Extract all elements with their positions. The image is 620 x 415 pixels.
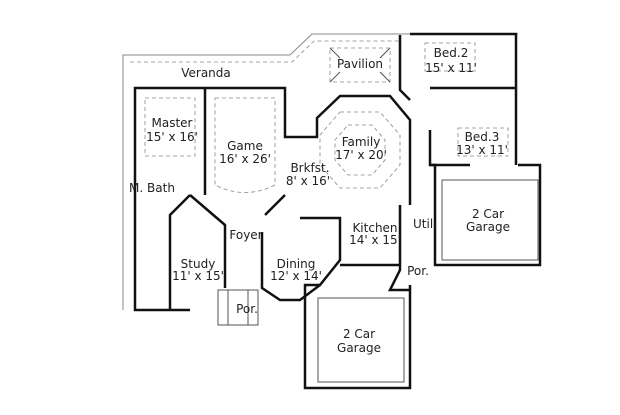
room-size-master: 15' x 16'	[146, 130, 198, 144]
room-label-brkfst: Brkfst.	[290, 161, 329, 175]
room-label-master-bath: M. Bath	[129, 181, 175, 195]
room-label-garage-bottom: 2 Car	[343, 327, 375, 341]
room-size-bed3: 13' x 11'	[456, 143, 508, 157]
room-size-kitchen: 14' x 15'	[349, 233, 401, 247]
ceiling-details	[144, 42, 539, 383]
room-size-study: 11' x 15'	[172, 269, 224, 283]
room-size-dining: 12' x 14'	[270, 269, 322, 283]
room-label-foyer: Foyer	[229, 228, 262, 242]
room-label-porch-right: Por.	[407, 264, 429, 278]
room-size-brkfst: 8' x 16'	[286, 174, 330, 188]
room-label-util: Util.	[413, 217, 437, 231]
room-size-family: 17' x 20'	[335, 148, 387, 162]
room-label-family: Family	[342, 135, 381, 149]
room-label-study: Study	[181, 257, 216, 271]
room-label-porch-front: Por.	[236, 302, 258, 316]
veranda-outline	[122, 33, 518, 310]
room-label-bed3: Bed.3	[465, 130, 500, 144]
room-label-pavilion: Pavilion	[337, 57, 383, 71]
room-size-game: 16' x 26'	[219, 152, 271, 166]
room-label-garage-bottom-2: Garage	[337, 341, 381, 355]
room-label-dining: Dining	[277, 257, 316, 271]
room-label-kitchen: Kitchen	[352, 221, 397, 235]
walls	[133, 32, 542, 390]
room-size-bed2: 15' x 11'	[425, 61, 477, 75]
room-label-master: Master	[152, 116, 193, 130]
room-label-veranda: Veranda	[181, 66, 231, 80]
room-label-garage-right: 2 Car	[472, 207, 504, 221]
room-label-garage-right-2: Garage	[466, 220, 510, 234]
room-label-bed2: Bed.2	[434, 46, 469, 60]
room-label-game: Game	[227, 139, 263, 153]
